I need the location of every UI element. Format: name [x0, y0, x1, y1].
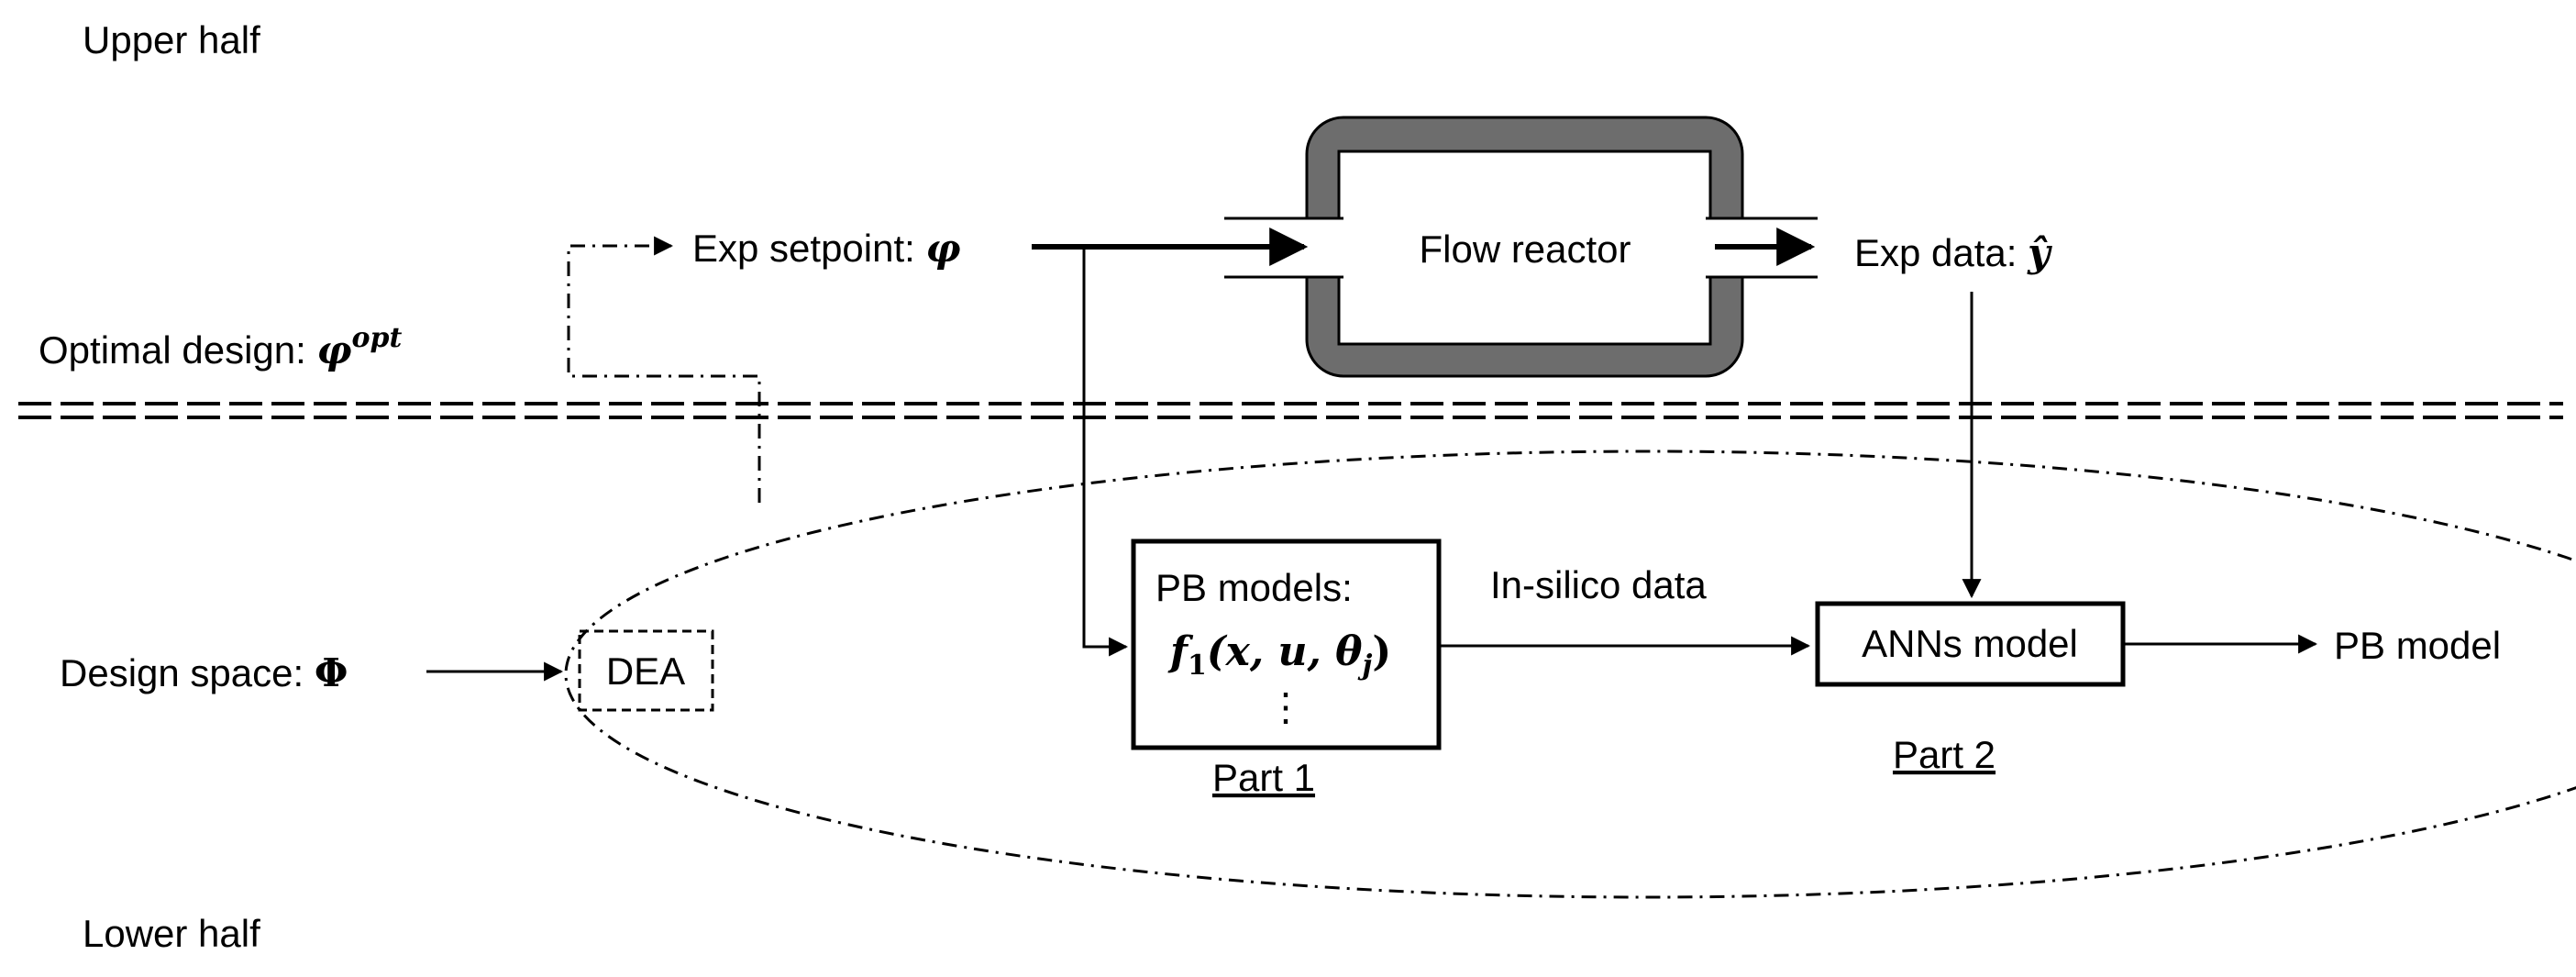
- setpoint-to-pbmodels-arrow: [1082, 247, 1129, 657]
- part1-label: Part 1: [1212, 756, 1315, 799]
- dea-label: DEA: [606, 649, 685, 693]
- exp-setpoint-label: Exp setpoint: φ: [692, 226, 961, 271]
- part2-label: Part 2: [1893, 733, 1996, 776]
- y-hat-symbol: ŷ: [2027, 230, 2052, 275]
- design-space-label: Design space: Φ: [60, 650, 348, 695]
- half-divider: [18, 402, 2563, 419]
- pb-models-label: PB models:: [1155, 566, 1353, 609]
- anns-model-box: [1815, 601, 2126, 687]
- Phi-symbol: Φ: [315, 650, 348, 695]
- flow-reactor-label: Flow reactor: [1419, 228, 1631, 271]
- upper-half-label: Upper half: [83, 18, 260, 61]
- opt-superscript: opt: [352, 322, 403, 354]
- design-space-text: Design space:: [60, 651, 315, 694]
- optimal-design-text: Optimal design:: [39, 328, 316, 372]
- pb-function-expression: f1(x, u, θj): [1167, 628, 1391, 682]
- exp-data-text: Exp data:: [1854, 231, 2028, 274]
- exp-setpoint-text: Exp setpoint:: [692, 227, 925, 270]
- phi-opt-symbol: φ: [316, 328, 351, 372]
- exp-data-label: Exp data: ŷ: [1854, 230, 2052, 275]
- optimal-design-label: Optimal design: φopt: [39, 322, 402, 372]
- pb-function-sub: 1: [1188, 649, 1207, 682]
- lower-half-label: Lower half: [83, 912, 260, 955]
- workflow-ellipse: [564, 450, 2576, 899]
- phi-symbol: φ: [925, 226, 960, 271]
- feedback-loop-arrow: [567, 236, 761, 503]
- pb-function-close: ): [1372, 628, 1391, 675]
- pb-model-output-label: PB model: [2334, 624, 2501, 667]
- in-silico-data-label: In-silico data: [1490, 563, 1707, 606]
- dea-box: [578, 629, 714, 712]
- vdots-symbol: ⋮: [1266, 685, 1305, 728]
- flow-reactor: Flow reactor: [1224, 116, 1818, 378]
- anns-model-label: ANNs model: [1862, 622, 2078, 665]
- pb-function-args: (x, u, θ: [1207, 628, 1363, 675]
